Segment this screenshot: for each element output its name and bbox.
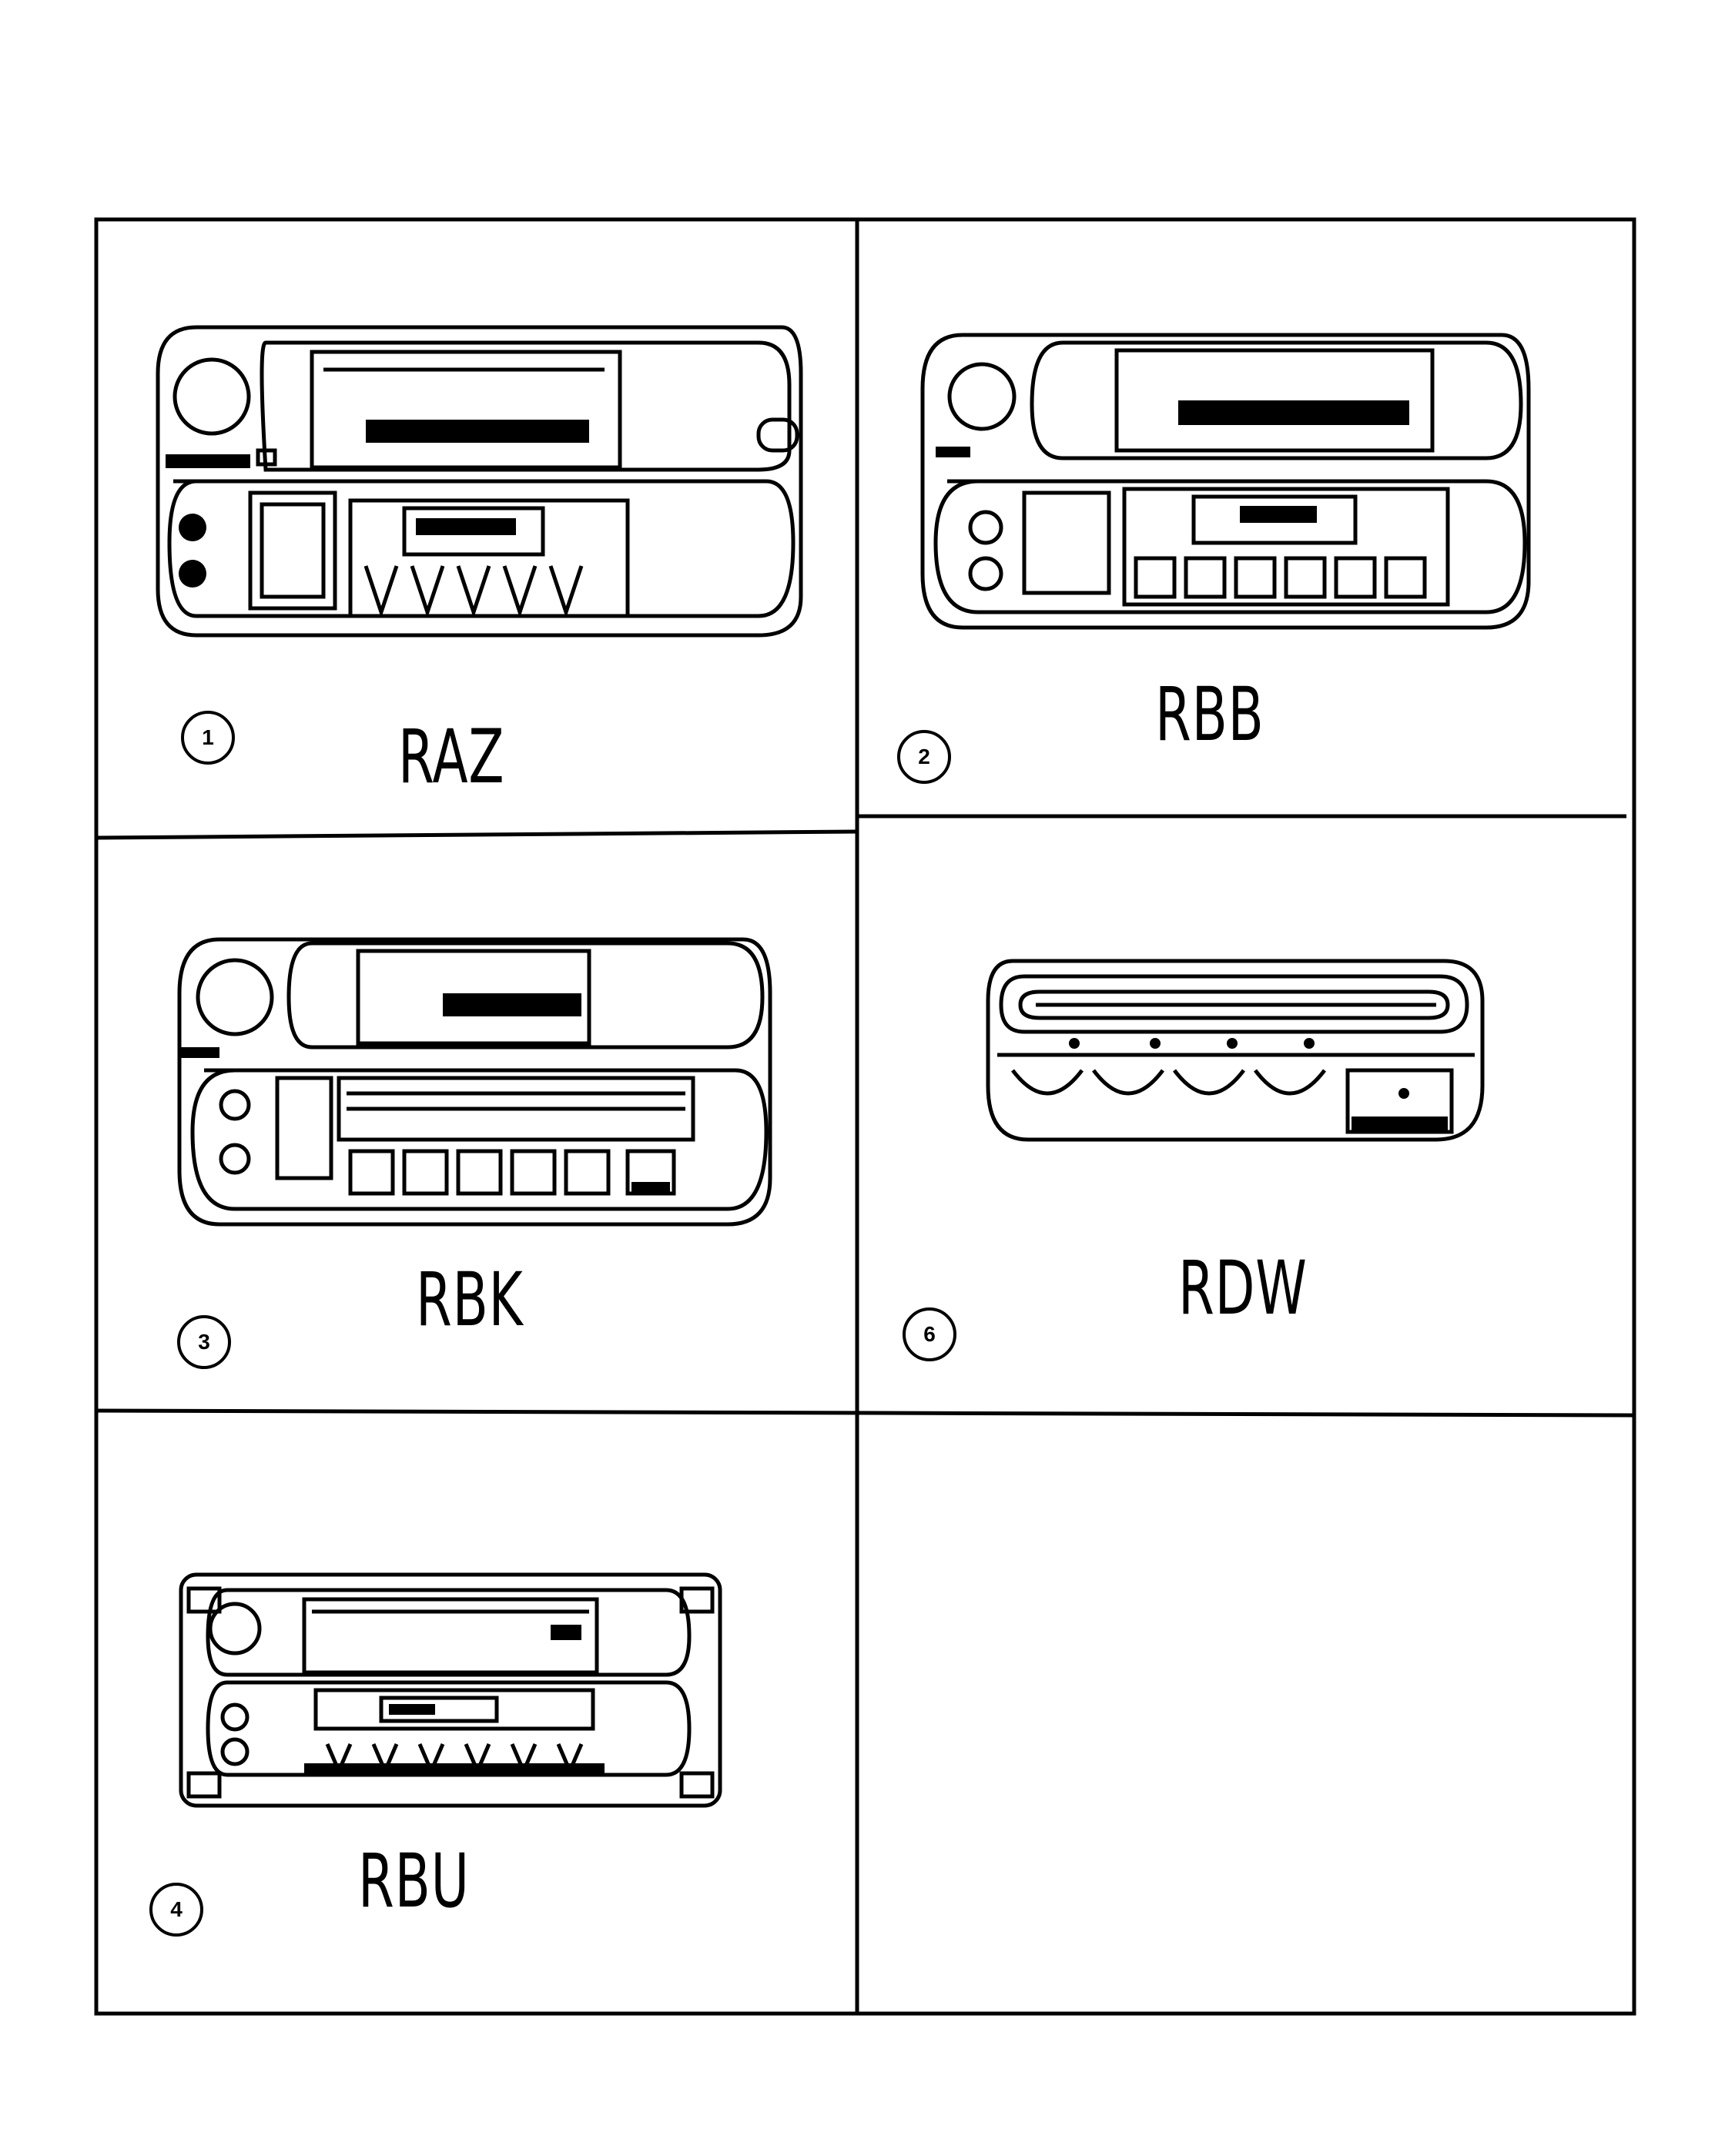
callout-1: 1 (181, 711, 235, 765)
radio-rbk-illustration[interactable] (173, 932, 774, 1228)
radio-rbu-illustration[interactable] (173, 1567, 728, 1821)
model-label-rbb: RBB (1155, 671, 1264, 758)
model-label-rbk: RBK (416, 1257, 524, 1343)
callout-6: 6 (903, 1307, 956, 1361)
radio-rbb-illustration[interactable] (916, 327, 1532, 631)
callout-4: 4 (149, 1883, 203, 1937)
model-label-rdw: RDW (1178, 1245, 1308, 1331)
model-label-rbu: RBU (358, 1838, 470, 1924)
model-label-raz: RAZ (398, 714, 505, 800)
radio-raz-illustration[interactable] (150, 312, 805, 643)
callout-2: 2 (897, 730, 951, 784)
radio-rdw-illustration[interactable] (982, 955, 1490, 1147)
callout-3: 3 (177, 1315, 231, 1369)
